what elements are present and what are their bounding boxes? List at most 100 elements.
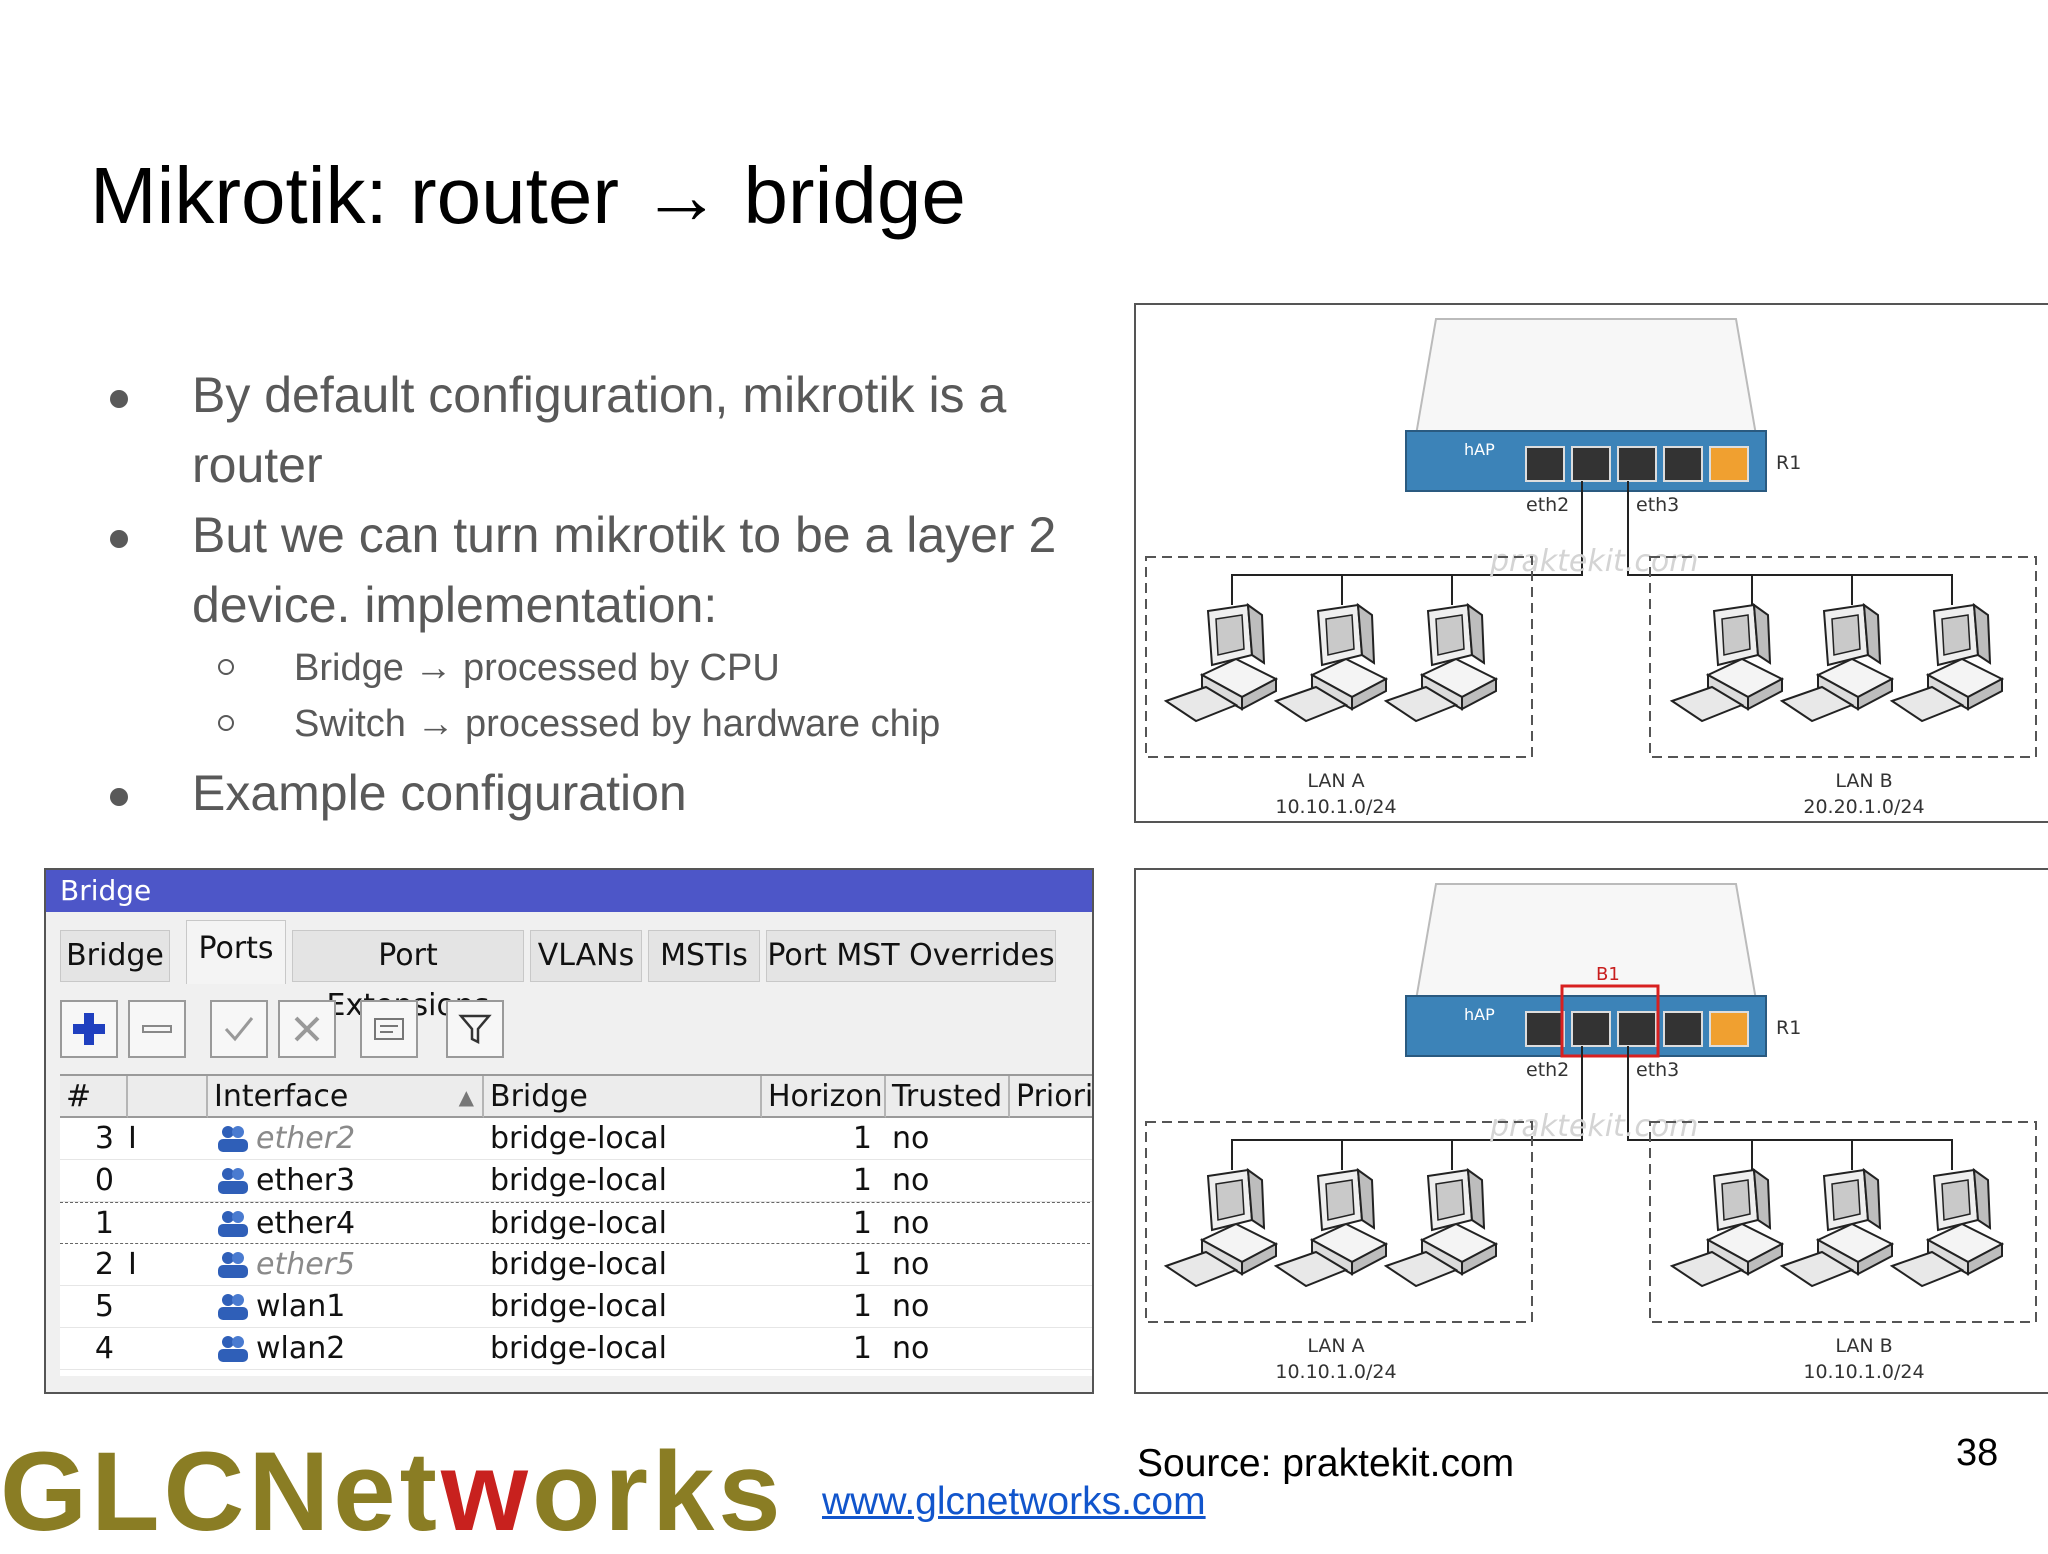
tab-ports[interactable]: Ports xyxy=(186,920,286,984)
tab-port-extensions[interactable]: Port Extensions xyxy=(292,930,524,1023)
ethernet-port xyxy=(1571,446,1611,482)
sub-bullet-item: Bridge → processed by CPU xyxy=(110,640,1110,696)
cell-num: 5 xyxy=(94,1289,114,1324)
table-row[interactable]: 1 ether4 bridge-local 1 no xyxy=(60,1202,1092,1244)
cell-bridge: bridge-local xyxy=(490,1247,667,1282)
lan-b-name: LAN B xyxy=(1835,1335,1892,1357)
interface-icon xyxy=(218,1336,248,1362)
remove-button[interactable] xyxy=(128,1000,186,1058)
page-number: 38 xyxy=(1956,1432,1999,1474)
bullet-dot-icon xyxy=(110,530,128,548)
computer-icon xyxy=(1383,1167,1499,1288)
cell-interface: ether4 xyxy=(256,1206,356,1241)
port-label-eth2: eth2 xyxy=(1526,1059,1569,1081)
comment-button[interactable] xyxy=(360,1000,418,1058)
sub-bullet-text: Bridge → processed by CPU xyxy=(294,647,780,689)
column-header-horizon[interactable]: Horizon xyxy=(762,1076,886,1118)
computer-icon xyxy=(1163,602,1279,723)
column-header-number[interactable]: # xyxy=(60,1076,128,1118)
tab-bridge[interactable]: Bridge xyxy=(60,930,170,982)
computer-icon xyxy=(1273,602,1389,723)
bullet-ring-icon xyxy=(218,659,234,675)
sub-bullet-text: Switch → processed by hardware chip xyxy=(294,703,941,745)
lan-b-name: LAN B xyxy=(1835,770,1892,792)
lan-a-subnet: 10.10.1.0/24 xyxy=(1275,1361,1396,1383)
bullet-ring-icon xyxy=(218,715,234,731)
cell-bridge: bridge-local xyxy=(490,1163,667,1198)
watermark: praktekit.com xyxy=(1489,544,1698,579)
column-header-trusted[interactable]: Trusted xyxy=(886,1076,1010,1118)
lan-a-subnet: 10.10.1.0/24 xyxy=(1275,796,1396,818)
column-header-interface[interactable]: Interface▲ xyxy=(208,1076,484,1118)
router-label: R1 xyxy=(1776,452,1801,474)
cell-horizon: 1 xyxy=(852,1206,872,1241)
bullet-text: Example configuration xyxy=(192,765,687,821)
port-label-eth3: eth3 xyxy=(1636,494,1679,516)
enable-button[interactable] xyxy=(210,1000,268,1058)
website-link[interactable]: www.glcnetworks.com xyxy=(822,1480,1206,1523)
disable-icon xyxy=(294,1016,320,1042)
device-model: hAP xyxy=(1464,440,1495,459)
computer-icon xyxy=(1273,1167,1389,1288)
cell-interface: ether3 xyxy=(256,1163,356,1198)
filter-button[interactable] xyxy=(446,1000,504,1058)
cell-horizon: 1 xyxy=(852,1289,872,1324)
column-header-priority[interactable]: Priorit xyxy=(1010,1076,1092,1118)
cell-trusted: no xyxy=(892,1289,930,1324)
enable-icon xyxy=(224,1017,254,1042)
cable-drops xyxy=(1231,1140,1953,1170)
column-header-flags[interactable] xyxy=(128,1076,208,1118)
cable-drops xyxy=(1231,575,1953,605)
device-model: hAP xyxy=(1464,1005,1495,1024)
cell-bridge: bridge-local xyxy=(490,1121,667,1156)
cell-trusted: no xyxy=(892,1206,930,1241)
port-label-eth2: eth2 xyxy=(1526,494,1569,516)
cell-flag xyxy=(128,1160,188,1202)
ethernet-port xyxy=(1571,1011,1611,1047)
cell-interface: wlan2 xyxy=(256,1331,346,1366)
bullet-dot-icon xyxy=(110,390,128,408)
ethernet-port xyxy=(1617,1011,1657,1047)
cell-trusted: no xyxy=(892,1331,930,1366)
ethernet-port xyxy=(1525,1011,1565,1047)
tab-port-mst-overrides[interactable]: Port MST Overrides xyxy=(766,930,1056,982)
cell-trusted: no xyxy=(892,1121,930,1156)
interface-icon xyxy=(218,1126,248,1152)
lan-a-name: LAN A xyxy=(1307,1335,1364,1357)
bullet-text: device. implementation: xyxy=(192,577,718,633)
cell-flag: I xyxy=(128,1121,137,1156)
computer-icon xyxy=(1669,602,1785,723)
watermark: praktekit.com xyxy=(1489,1109,1698,1144)
filter-icon xyxy=(458,1014,492,1045)
computer-icon xyxy=(1889,602,2005,723)
comment-icon xyxy=(374,1018,404,1040)
bullet-continuation: router xyxy=(110,430,1110,500)
interface-icon xyxy=(218,1168,248,1194)
source-credit: Source: praktekit.com xyxy=(1137,1442,1515,1485)
cell-bridge: bridge-local xyxy=(490,1206,667,1241)
cell-trusted: no xyxy=(892,1247,930,1282)
ethernet-port xyxy=(1617,446,1657,482)
tab-mstis[interactable]: MSTIs xyxy=(648,930,760,982)
add-button[interactable] xyxy=(60,1000,118,1058)
disable-button[interactable] xyxy=(278,1000,336,1058)
cell-interface: ether2 xyxy=(256,1121,356,1156)
bullet-text: But we can turn mikrotik to be a layer 2 xyxy=(192,507,1057,563)
lan-a-box xyxy=(1145,556,1533,758)
cell-trusted: no xyxy=(892,1163,930,1198)
cell-num: 1 xyxy=(94,1206,114,1241)
column-header-bridge[interactable]: Bridge xyxy=(484,1076,762,1118)
bridge-label: B1 xyxy=(1596,964,1620,985)
lan-b-box xyxy=(1649,556,2037,758)
lan-b-subnet: 20.20.1.0/24 xyxy=(1803,796,1924,818)
tab-vlans[interactable]: VLANs xyxy=(530,930,642,982)
router-top xyxy=(1414,883,1758,1001)
cell-num: 4 xyxy=(94,1331,114,1366)
